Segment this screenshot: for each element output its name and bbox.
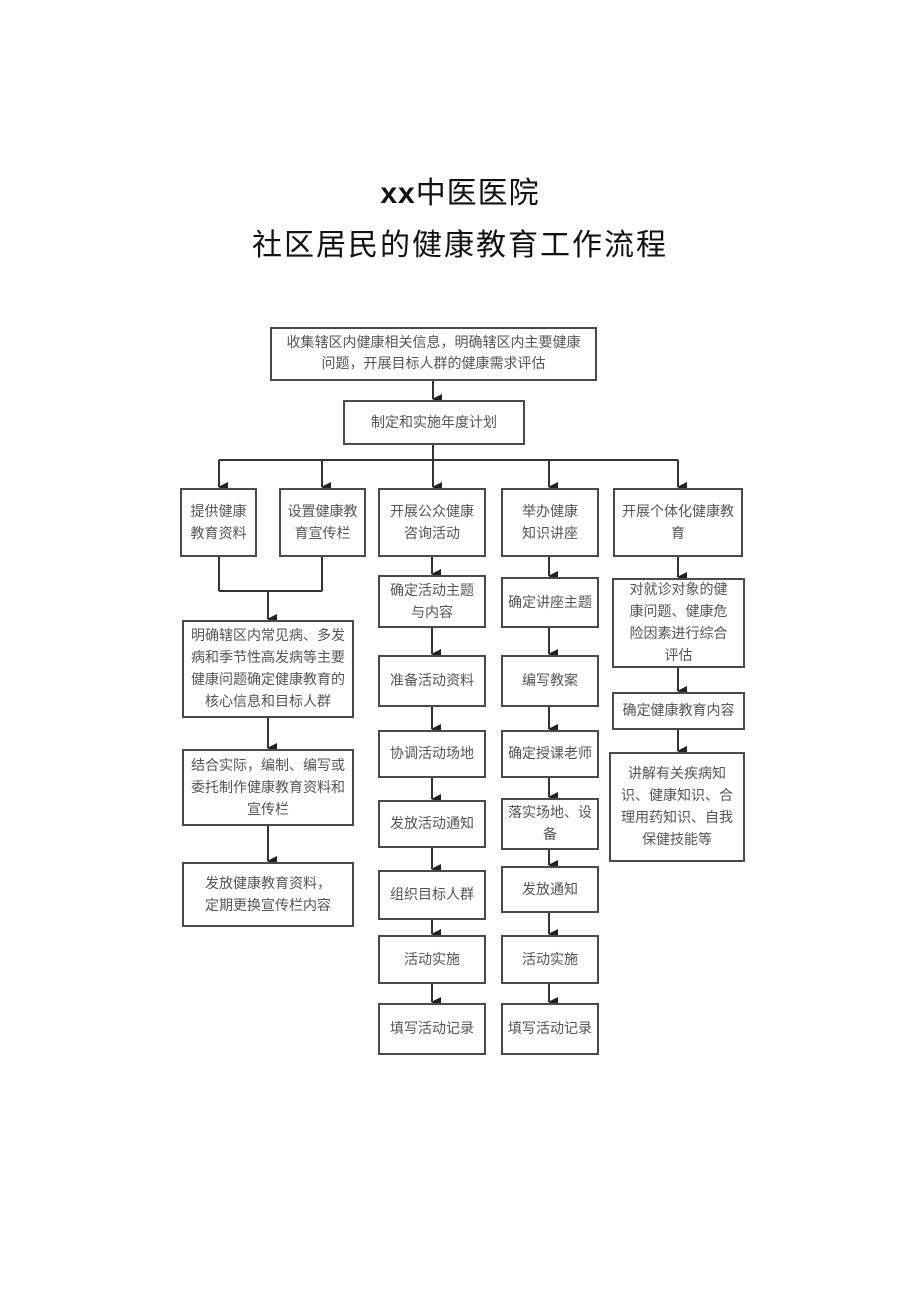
branch-lecture: 举办健康知识讲座: [501, 488, 599, 557]
branch-public-consult: 开展公众健康咨询活动: [378, 488, 486, 557]
individual-step-1-text: 对就诊对象的健康问题、健康危险因素进行综合评估: [629, 582, 728, 664]
consult-step-2: 准备活动资料: [378, 655, 486, 707]
individual-step-2: 确定健康教育内容: [612, 692, 745, 730]
lecture-step-5-text: 发放通知: [522, 881, 578, 898]
consult-step-6: 活动实施: [378, 935, 486, 984]
consult-step-4-text: 发放活动通知: [390, 816, 474, 832]
step-collect-info: 收集辖区内健康相关信息，明确辖区内主要健康问题，开展目标人群的健康需求评估: [270, 327, 597, 381]
title-prefix: xx: [380, 177, 416, 210]
left-step-2-text: 结合实际，编制、编写或委托制作健康教育资料和宣传栏: [191, 757, 345, 818]
left-step-1-text: 明确辖区内常见病、多发病和季节性高发病等主要健康问题确定健康教育的核心信息和目标…: [191, 628, 345, 710]
consult-step-5: 组织目标人群: [378, 870, 486, 920]
consult-step-4: 发放活动通知: [378, 800, 486, 848]
left-step-3: 发放健康教育资料，定期更换宣传栏内容: [182, 862, 354, 927]
lecture-step-7-text: 填写活动记录: [508, 1021, 592, 1037]
page-subtitle: 社区居民的健康教育工作流程: [252, 228, 668, 263]
lecture-step-6-text: 活动实施: [522, 951, 578, 968]
lecture-step-5: 发放通知: [501, 866, 599, 913]
consult-step-1-text: 确定活动主题与内容: [390, 582, 474, 621]
lecture-step-3-text: 确定授课老师: [508, 746, 592, 762]
individual-step-3-text: 讲解有关疾病知识、健康知识、合理用药知识、自我保健技能等: [621, 766, 733, 848]
consult-step-3: 协调活动场地: [378, 730, 486, 778]
title-org: 中医医院: [415, 176, 540, 211]
consult-step-7-text: 填写活动记录: [390, 1021, 474, 1037]
lecture-step-4-text: 落实场地、设备: [508, 805, 592, 843]
individual-step-2-text: 确定健康教育内容: [622, 703, 735, 719]
lecture-step-2-text: 编写教案: [522, 673, 578, 689]
branch-provide-materials: 提供健康教育资料: [180, 488, 257, 557]
left-step-1: 明确辖区内常见病、多发病和季节性高发病等主要健康问题确定健康教育的核心信息和目标…: [182, 620, 354, 718]
individual-step-1: 对就诊对象的健康问题、健康危险因素进行综合评估: [612, 578, 745, 668]
lecture-step-1-text: 确定讲座主题: [508, 594, 592, 611]
consult-step-3-text: 协调活动场地: [390, 746, 474, 762]
branch-lecture-text: 举办健康知识讲座: [522, 503, 578, 542]
left-step-2: 结合实际，编制、编写或委托制作健康教育资料和宣传栏: [182, 749, 354, 826]
left-step-3-text: 发放健康教育资料，定期更换宣传栏内容: [205, 875, 331, 914]
lecture-step-3: 确定授课老师: [501, 730, 599, 778]
branch-bulletin-board-text: 设置健康教育宣传栏: [287, 503, 358, 542]
individual-step-3: 讲解有关疾病知识、健康知识、合理用药知识、自我保健技能等: [609, 752, 745, 862]
step-collect-info-text: 收集辖区内健康相关信息，明确辖区内主要健康问题，开展目标人群的健康需求评估: [286, 335, 581, 372]
consult-step-2-text: 准备活动资料: [390, 673, 474, 689]
step-annual-plan: 制定和实施年度计划: [343, 400, 525, 445]
consult-step-1: 确定活动主题与内容: [378, 575, 486, 628]
branch-public-consult-text: 开展公众健康咨询活动: [390, 503, 474, 542]
branch-provide-materials-text: 提供健康教育资料: [190, 503, 247, 542]
lecture-step-7: 填写活动记录: [501, 1003, 599, 1055]
lecture-step-6: 活动实施: [501, 935, 599, 984]
consult-step-7: 填写活动记录: [378, 1003, 486, 1055]
lecture-step-4: 落实场地、设备: [501, 798, 599, 850]
lecture-step-1: 确定讲座主题: [501, 577, 599, 628]
branch-individual: 开展个体化健康教育: [613, 488, 743, 557]
step-annual-plan-text: 制定和实施年度计划: [371, 414, 497, 431]
consult-step-5-text: 组织目标人群: [390, 887, 474, 903]
hospital-title: xx中医医院: [0, 168, 920, 212]
branch-bulletin-board: 设置健康教育宣传栏: [279, 488, 366, 557]
consult-step-6-text: 活动实施: [404, 951, 460, 968]
lecture-step-2: 编写教案: [501, 655, 599, 707]
branch-individual-text: 开展个体化健康教育: [622, 503, 734, 542]
